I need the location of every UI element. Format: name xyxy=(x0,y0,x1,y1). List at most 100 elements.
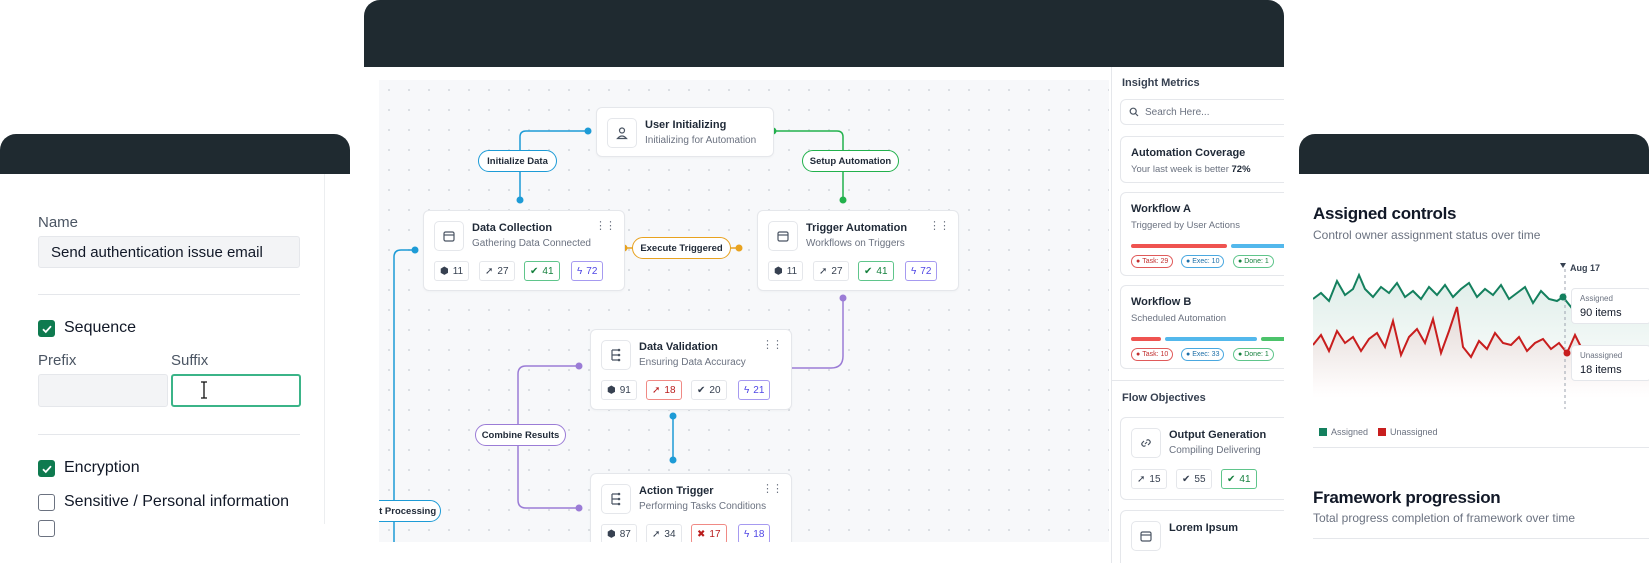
tooltip-label: Assigned xyxy=(1580,294,1613,303)
calendar-icon xyxy=(768,221,798,251)
edge-setup-automation[interactable]: Setup Automation xyxy=(802,150,899,172)
sensitive-checkbox[interactable] xyxy=(38,494,55,511)
suffix-input[interactable] xyxy=(171,374,301,407)
stat-value: 91 xyxy=(619,384,631,396)
stat-check: ✖17 xyxy=(691,524,727,542)
node-data-validation[interactable]: Data Validation Ensuring Data Accuracy ⋮… xyxy=(590,329,792,410)
bolt-icon: ϟ xyxy=(744,384,750,396)
lorem-card[interactable]: Lorem Ipsum xyxy=(1120,510,1284,563)
encryption-checkbox[interactable] xyxy=(38,460,55,477)
cube-icon: ⬢ xyxy=(440,265,449,277)
divider xyxy=(1313,538,1649,539)
node-user-initializing[interactable]: User Initializing Initializing for Autom… xyxy=(596,107,774,157)
progress-task xyxy=(1131,244,1227,248)
prefix-input[interactable] xyxy=(38,374,168,407)
search-box[interactable]: Search Here... xyxy=(1120,99,1284,125)
rocket-icon: ➚ xyxy=(652,384,661,396)
check-circle-icon: ✔ xyxy=(697,384,706,396)
card-subtitle: Your last week is better 72% xyxy=(1131,164,1251,175)
hidden-checkbox[interactable] xyxy=(38,520,55,537)
framework-progression-title: Framework progression xyxy=(1313,488,1501,507)
task-tag: ●Task: 29 xyxy=(1131,255,1174,268)
rocket-icon: ➚ xyxy=(652,528,661,540)
cube-icon: ⬢ xyxy=(774,265,783,277)
coverage-text: Your last week is better xyxy=(1131,164,1229,175)
stat-value: 41 xyxy=(1239,473,1251,485)
edge-initialize-data[interactable]: Initialize Data xyxy=(478,150,557,172)
stat-rocket: ➚15 xyxy=(1131,469,1167,489)
unassigned-hover-dot xyxy=(1563,349,1571,357)
rocket-icon: ➚ xyxy=(1137,473,1146,485)
node-title: Action Trigger xyxy=(639,485,714,497)
assigned-line-chart xyxy=(1313,263,1649,409)
edge-execute-triggered[interactable]: Execute Triggered xyxy=(632,237,731,259)
legend-unassigned: Unassigned xyxy=(1390,427,1438,437)
drag-handle-icon[interactable]: ⋮⋮ xyxy=(762,339,783,351)
workflow-a-card[interactable]: Workflow A Triggered by User Actions ●Ta… xyxy=(1120,192,1284,276)
framework-progression-subtitle: Total progress completion of framework o… xyxy=(1313,511,1576,525)
workflow-b-card[interactable]: Workflow B Scheduled Automation ●Task: 1… xyxy=(1120,285,1284,369)
tooltip-date: Aug 17 xyxy=(1570,263,1601,273)
unassigned-area xyxy=(1313,307,1649,399)
workflow-canvas[interactable]: Initialize Data Setup Automation Execute… xyxy=(379,80,1109,542)
bolt-icon: ϟ xyxy=(577,265,583,277)
name-input[interactable]: Send authentication issue email xyxy=(38,236,300,268)
tag-text: Exec: 33 xyxy=(1192,351,1220,358)
tag-text: Done: 1 xyxy=(1244,258,1269,265)
stat-value: 72 xyxy=(586,265,598,277)
stat-check-green: ✔41 xyxy=(1221,469,1257,489)
tooltip-label: Unassigned xyxy=(1580,351,1623,360)
task-tag: ●Task: 10 xyxy=(1131,348,1174,361)
node-subtitle: Workflows on Triggers xyxy=(806,238,905,249)
card-title: Workflow B xyxy=(1131,296,1192,308)
node-subtitle: Gathering Data Connected xyxy=(472,238,591,249)
progress-exec xyxy=(1231,244,1284,248)
card-subtitle: Compiling Delivering xyxy=(1169,445,1261,456)
rocket-icon: ➚ xyxy=(819,265,828,277)
stat-value: 41 xyxy=(542,265,554,277)
node-data-collection[interactable]: Data Collection Gathering Data Connected… xyxy=(423,210,625,291)
node-title: Trigger Automation xyxy=(806,222,908,234)
text-cursor-icon xyxy=(201,381,207,399)
tooltip-value: 18 items xyxy=(1580,364,1622,376)
edge-processing[interactable]: ct Processing xyxy=(379,500,441,522)
card-subtitle: Triggered by User Actions xyxy=(1131,220,1240,231)
edge-combine-results[interactable]: Combine Results xyxy=(475,424,566,446)
prefix-label: Prefix xyxy=(38,352,77,369)
node-trigger-automation[interactable]: Trigger Automation Workflows on Triggers… xyxy=(757,210,959,291)
divider xyxy=(38,434,300,435)
stat-rocket: ➚18 xyxy=(646,380,682,400)
node-action-trigger[interactable]: Action Trigger Performing Tasks Conditio… xyxy=(590,473,792,542)
sequence-checkbox[interactable] xyxy=(38,320,55,337)
divider xyxy=(1112,380,1284,381)
tag-text: Exec: 10 xyxy=(1192,258,1220,265)
controls-panel: Assigned controls Control owner assignme… xyxy=(1299,134,1649,563)
drag-handle-icon[interactable]: ⋮⋮ xyxy=(595,220,616,232)
automation-coverage-card[interactable]: Automation Coverage Your last week is be… xyxy=(1120,136,1284,183)
bolt-icon: ϟ xyxy=(911,265,917,277)
check-circle-icon: ✔ xyxy=(864,265,873,277)
assigned-controls-subtitle: Control owner assignment status over tim… xyxy=(1313,228,1541,242)
assigned-hover-dot xyxy=(1559,293,1567,301)
sequence-label: Sequence xyxy=(64,319,137,336)
assigned-swatch xyxy=(1319,428,1327,436)
flow-objectives-heading: Flow Objectives xyxy=(1122,392,1206,404)
calendar-icon xyxy=(1131,521,1161,551)
controls-panel-header xyxy=(1299,134,1649,174)
connector-lines xyxy=(393,127,847,542)
stat-value: 11 xyxy=(786,265,798,277)
stat-rocket: ➚34 xyxy=(646,524,682,542)
stat-value: 41 xyxy=(876,265,888,277)
tag-text: Done: 1 xyxy=(1244,351,1269,358)
stat-check: ✔41 xyxy=(858,261,894,281)
progress-exec xyxy=(1165,337,1257,341)
drag-handle-icon[interactable]: ⋮⋮ xyxy=(929,220,950,232)
cube-icon: ⬢ xyxy=(607,384,616,396)
coverage-percent: 72% xyxy=(1231,164,1251,175)
check-circle-icon: ✔ xyxy=(530,265,539,277)
stat-value: 20 xyxy=(709,384,721,396)
node-subtitle: Performing Tasks Conditions xyxy=(639,501,767,512)
output-generation-card[interactable]: Output Generation Compiling Delivering ➚… xyxy=(1120,417,1284,500)
drag-handle-icon[interactable]: ⋮⋮ xyxy=(762,483,783,495)
